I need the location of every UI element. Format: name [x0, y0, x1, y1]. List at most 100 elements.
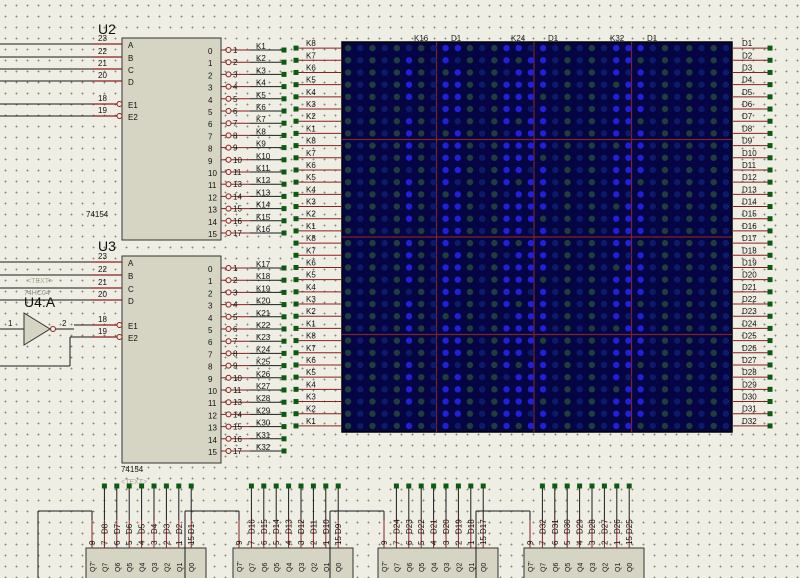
led-off	[552, 166, 559, 174]
chip-body[interactable]	[121, 255, 222, 464]
row-label: K2	[306, 112, 316, 121]
shift-register-body[interactable]	[232, 547, 354, 578]
led-off	[576, 227, 583, 235]
inverter-body[interactable]	[23, 312, 51, 346]
net-label-k11: K11	[256, 164, 270, 173]
pin-number: 5	[272, 540, 281, 545]
led-on	[405, 203, 413, 210]
led-off	[613, 325, 620, 332]
junction-dot	[767, 45, 773, 51]
chip-ref-label: U2	[98, 21, 116, 37]
led-on	[515, 69, 522, 76]
column-label-d6: D6	[742, 100, 753, 109]
shift-register-3[interactable]: 9Q7'7Q7D246Q6D235Q5D224Q4D213Q3D202Q2D19…	[329, 483, 499, 578]
led-off	[686, 57, 693, 64]
led-on	[613, 57, 620, 64]
led-off	[369, 349, 376, 356]
inversion-bubble	[50, 326, 56, 332]
led-off	[491, 69, 498, 76]
column-label-d9: D9	[742, 137, 753, 146]
led-on	[613, 422, 620, 430]
led-off	[344, 142, 352, 149]
output-pin-number: 5	[233, 95, 238, 104]
led-on	[454, 154, 461, 161]
shift-register-1[interactable]: 9Q7'7Q7D86Q6D75Q5D64Q4D53Q3D42Q2D31Q1D21…	[37, 483, 207, 578]
led-off	[564, 118, 571, 125]
led-on	[613, 239, 620, 247]
junction-dot	[293, 69, 299, 75]
led-on	[637, 410, 644, 417]
led-off	[661, 349, 669, 356]
junction-dot	[281, 424, 287, 430]
led-on	[503, 81, 510, 88]
led-off	[661, 142, 669, 149]
pin-name: B	[128, 272, 133, 281]
led-off	[673, 422, 681, 430]
pin-number: 18	[98, 315, 107, 324]
pin-number: 6	[405, 540, 414, 545]
shift-register-body[interactable]	[85, 547, 207, 578]
led-off	[515, 422, 522, 430]
shift-register-2[interactable]: 9Q7'7Q7D166Q6D155Q5D144Q4D133Q3D122Q2D11…	[184, 483, 354, 578]
led-off	[344, 166, 352, 174]
led-on	[442, 154, 449, 161]
led-off	[552, 386, 559, 393]
led-off	[344, 276, 352, 283]
led-on	[405, 215, 413, 222]
shift-register-body[interactable]	[377, 547, 499, 578]
led-off	[698, 93, 705, 101]
led-on	[442, 276, 449, 283]
led-off	[673, 398, 681, 405]
led-on	[625, 337, 632, 344]
led-on	[454, 313, 461, 320]
led-off	[576, 276, 583, 283]
junction-dot	[480, 483, 486, 489]
row-label: K5	[306, 271, 316, 280]
output-pin-number: 6	[233, 325, 238, 334]
led-off	[552, 81, 559, 88]
shift-register-body[interactable]	[523, 547, 645, 578]
top-label: K24	[511, 34, 526, 43]
led-off	[357, 130, 364, 137]
led-on	[625, 178, 632, 186]
net-label: D9	[334, 523, 343, 534]
led-off	[661, 191, 669, 198]
led-on	[405, 313, 413, 320]
column-label-d25: D25	[742, 332, 757, 341]
led-off	[393, 81, 401, 88]
led-off	[369, 227, 376, 235]
led-matrix[interactable]: K8K7K6K5K4K3K2K1K8K7K6K5K4K3K2K1K8K7K6K5…	[293, 34, 773, 433]
led-off	[588, 361, 596, 369]
pin-number: 3	[297, 540, 306, 545]
led-off	[661, 361, 669, 369]
led-off	[686, 142, 693, 149]
led-on	[454, 252, 461, 259]
led-off	[369, 373, 376, 381]
column-label-d19: D19	[742, 258, 757, 267]
led-on	[454, 386, 461, 393]
led-off	[405, 410, 413, 417]
led-off	[698, 422, 705, 430]
net-label: D15	[260, 519, 269, 534]
led-on	[503, 203, 510, 210]
row-label: K2	[306, 405, 316, 414]
led-off	[357, 215, 364, 222]
led-off	[564, 361, 571, 369]
led-on	[637, 337, 644, 344]
chip-body[interactable]	[121, 37, 222, 241]
led-on	[527, 154, 535, 161]
output-name: 15	[208, 448, 217, 457]
led-on	[454, 373, 461, 381]
pin-number: 23	[98, 34, 107, 43]
output-pin-number: 14	[233, 192, 242, 201]
junction-dot	[281, 399, 287, 405]
shift-register-4[interactable]: 9Q7'7Q7D326Q6D315Q5D304Q4D293Q3D282Q2D27…	[475, 483, 645, 578]
led-off	[576, 288, 583, 296]
output-pin-number: 11	[233, 168, 242, 177]
junction-dot	[293, 240, 299, 246]
led-off	[454, 239, 461, 247]
